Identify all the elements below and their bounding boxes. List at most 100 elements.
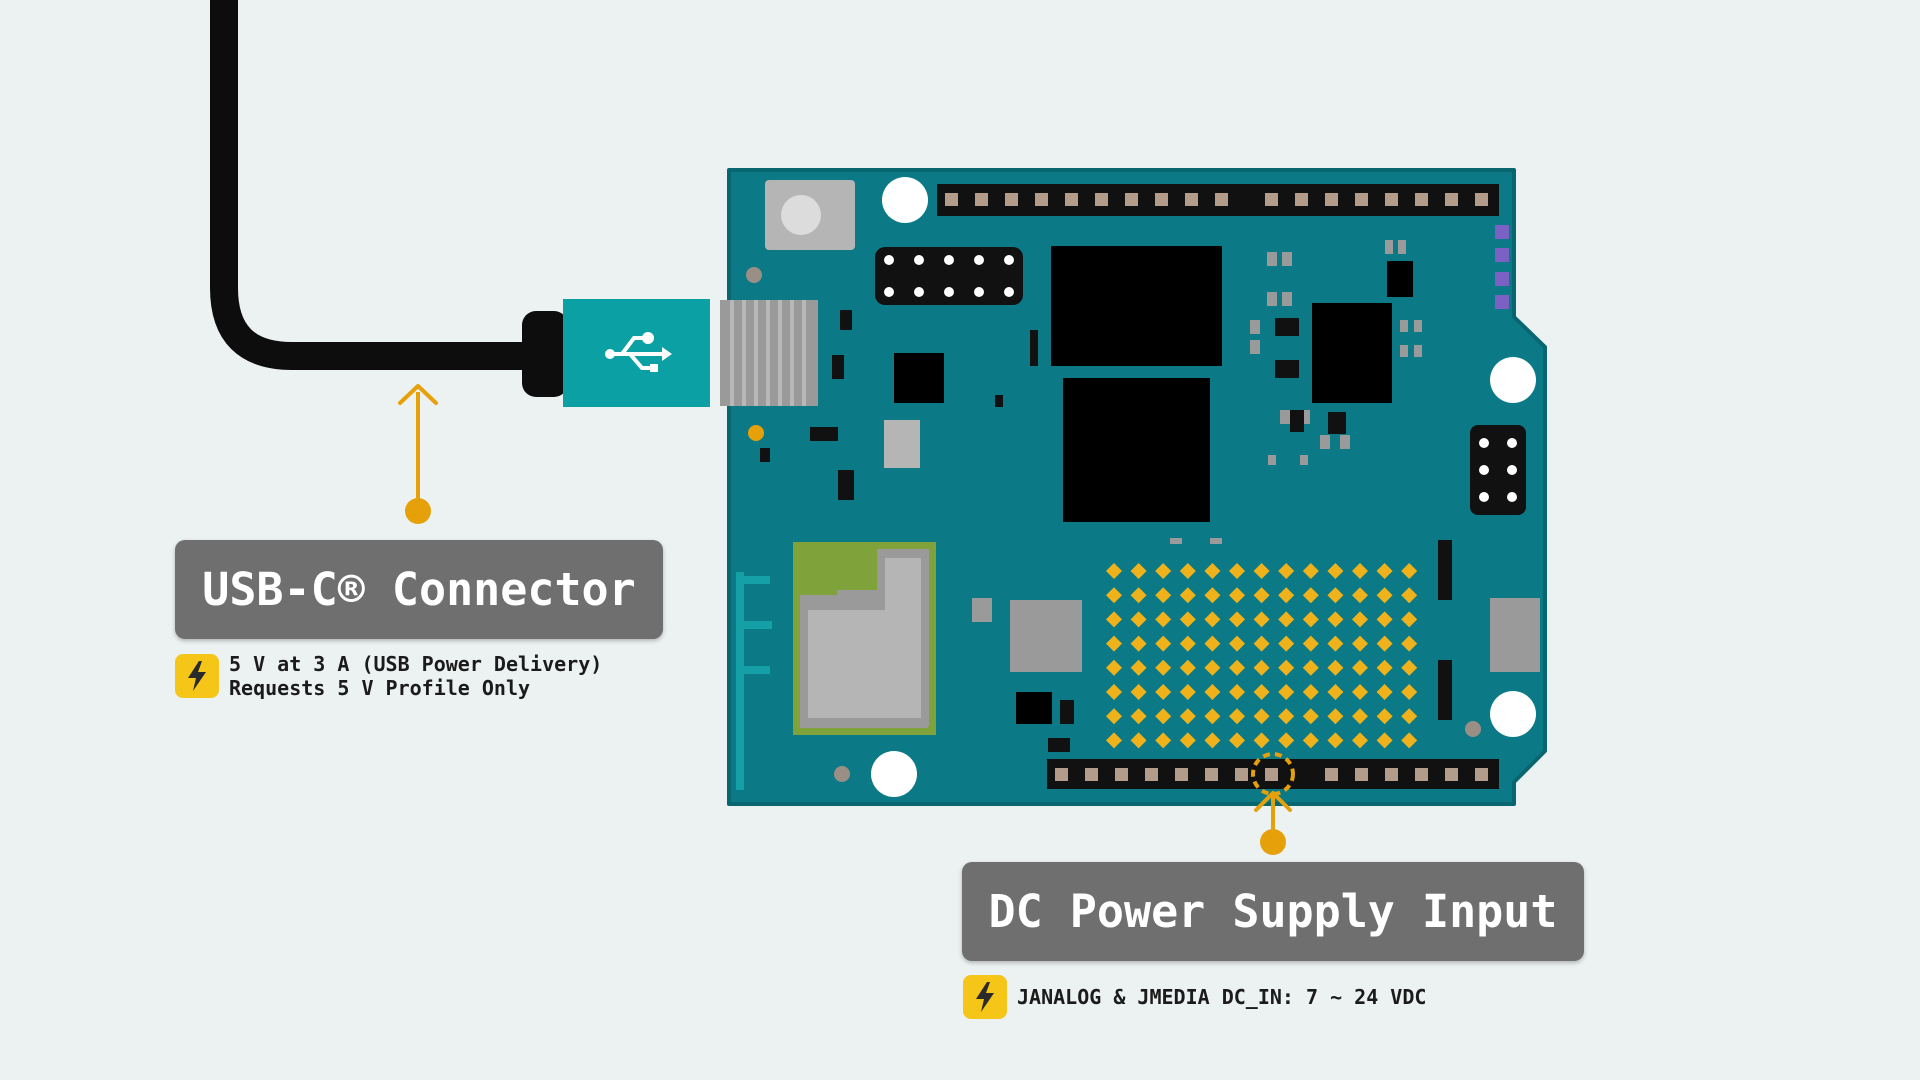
led — [1376, 708, 1393, 725]
mounting-hole-right-upper — [1490, 357, 1536, 403]
led — [1376, 659, 1393, 676]
led — [1401, 587, 1418, 604]
led — [1278, 587, 1295, 604]
led — [1401, 708, 1418, 725]
led-matrix — [1106, 563, 1418, 749]
lightning-bolt-icon — [175, 654, 219, 698]
led — [1278, 611, 1295, 628]
led — [1327, 635, 1344, 652]
led — [1352, 563, 1368, 579]
led — [1253, 684, 1270, 700]
led — [1179, 635, 1196, 652]
led — [1229, 611, 1245, 628]
led — [1302, 587, 1319, 604]
led — [1253, 587, 1270, 604]
led — [1376, 563, 1393, 579]
led — [1179, 732, 1196, 749]
reset-button — [765, 180, 855, 250]
led — [1229, 659, 1245, 676]
led — [1352, 708, 1368, 725]
dc-input-spec: JANALOG & JMEDIA DC_IN: 7 ~ 24 VDC — [963, 975, 1426, 1019]
led — [1106, 587, 1122, 604]
usb-spec-line-1: 5 V at 3 A (USB Power Delivery) — [229, 652, 603, 676]
dc-input-pin-highlight — [1251, 752, 1295, 796]
led — [1302, 659, 1319, 676]
led — [1302, 635, 1319, 652]
usb-plug-metal — [720, 300, 818, 406]
led — [1278, 684, 1295, 700]
led — [1253, 732, 1270, 749]
led — [1179, 587, 1196, 604]
mounting-hole-bottom — [871, 751, 917, 797]
led — [1106, 611, 1122, 628]
led — [1106, 563, 1122, 579]
led — [1352, 587, 1368, 604]
usb-symbol-icon — [605, 332, 672, 372]
led — [1327, 708, 1344, 725]
led — [1376, 635, 1393, 652]
led — [1253, 708, 1270, 725]
led — [1179, 708, 1196, 725]
led — [1179, 611, 1196, 628]
top-header — [937, 184, 1499, 216]
led — [1229, 587, 1245, 604]
led — [1204, 732, 1221, 749]
usb-connector-spec: 5 V at 3 A (USB Power Delivery) Requests… — [175, 652, 602, 700]
led — [1155, 563, 1172, 579]
led — [1278, 659, 1295, 676]
led — [1327, 732, 1344, 749]
led — [1302, 708, 1319, 725]
jtag-connector — [875, 247, 1023, 305]
led — [1106, 708, 1122, 725]
led — [1204, 708, 1221, 725]
led — [1376, 732, 1393, 749]
led — [1401, 635, 1418, 652]
usb-plug-strain-relief — [522, 311, 568, 397]
antenna-trace — [736, 572, 772, 790]
led — [1302, 611, 1319, 628]
led — [1278, 635, 1295, 652]
led — [1155, 587, 1172, 604]
led — [1327, 563, 1344, 579]
dc-input-pointer-arrow — [1251, 752, 1295, 855]
led — [1253, 659, 1270, 676]
usb-pointer-arrow — [398, 384, 438, 524]
led — [1204, 635, 1221, 652]
led — [1376, 587, 1393, 604]
led — [1204, 611, 1221, 628]
mounting-hole-right-lower — [1490, 691, 1536, 737]
led — [1352, 732, 1368, 749]
led — [1401, 611, 1418, 628]
memory-chip — [1063, 378, 1210, 522]
led — [1401, 732, 1418, 749]
led — [1229, 635, 1245, 652]
led — [1278, 708, 1295, 725]
led — [1327, 684, 1344, 700]
led — [1130, 659, 1147, 676]
led — [1204, 563, 1221, 579]
led — [1352, 684, 1368, 700]
led — [1106, 684, 1122, 700]
wireless-module — [793, 542, 936, 735]
led — [1106, 659, 1122, 676]
led — [1204, 684, 1221, 700]
led — [1327, 659, 1344, 676]
led — [1352, 659, 1368, 676]
led — [1327, 587, 1344, 604]
led — [1302, 684, 1319, 700]
led — [1352, 635, 1368, 652]
led — [1401, 563, 1418, 579]
led — [1302, 732, 1319, 749]
processor-chip — [1051, 246, 1222, 366]
led — [1130, 732, 1147, 749]
led — [1253, 635, 1270, 652]
led — [1204, 659, 1221, 676]
led — [1376, 611, 1393, 628]
led — [1155, 635, 1172, 652]
microcontroller-chip — [1312, 303, 1392, 403]
led — [1229, 732, 1245, 749]
led — [1155, 684, 1172, 700]
led — [1204, 587, 1221, 604]
led — [1229, 684, 1245, 700]
